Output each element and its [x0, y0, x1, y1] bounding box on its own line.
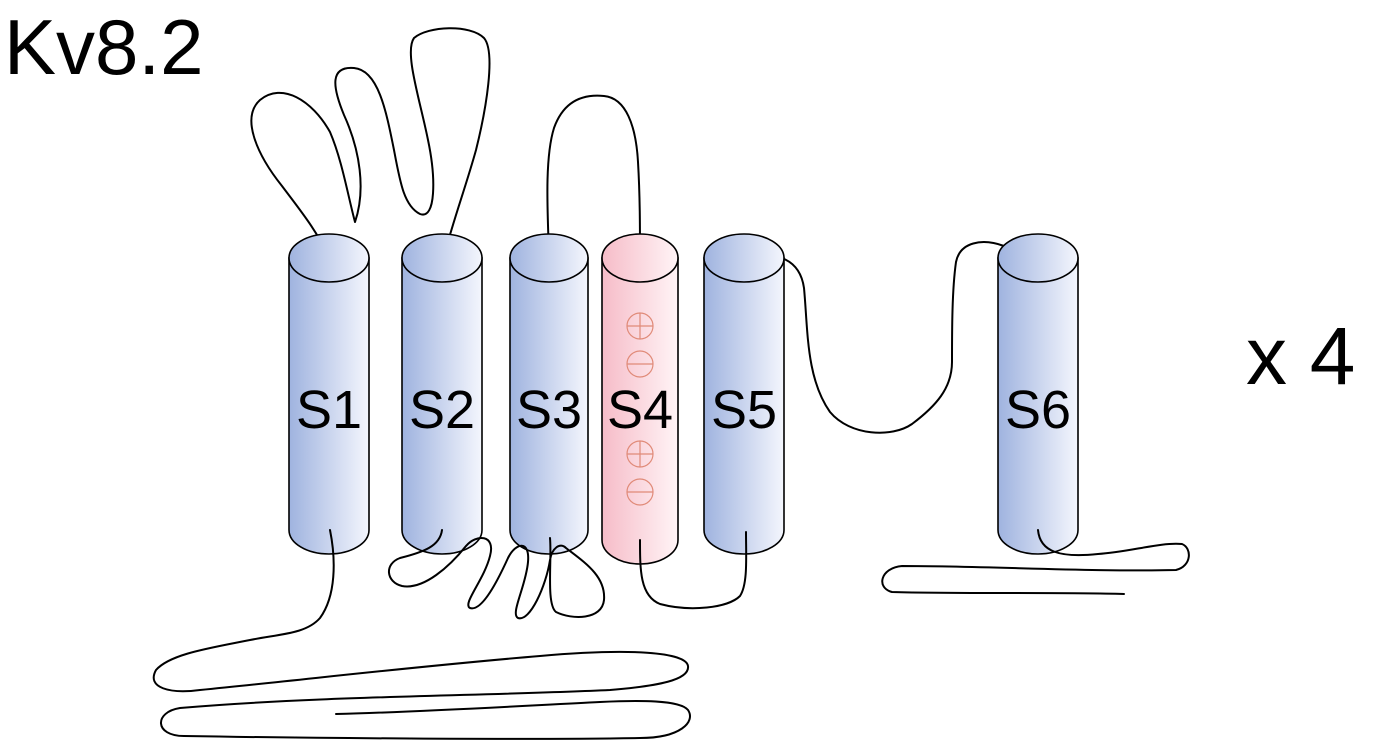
segment-body	[997, 257, 1079, 555]
segment-s2: S2	[401, 233, 483, 555]
segment-s3: S3	[509, 233, 589, 555]
segment-s1: S1	[288, 233, 370, 555]
segment-label: S4	[607, 380, 673, 440]
segment-label: S1	[296, 380, 362, 440]
extracellular-loops	[250, 27, 1039, 434]
protein-title: Kv8.2	[4, 3, 203, 91]
segment-top-cap	[288, 233, 370, 283]
c-terminus-tail	[881, 529, 1190, 595]
negative-charge-icon	[626, 350, 654, 378]
segment-label: S5	[711, 380, 777, 440]
segment-top-cap	[601, 233, 679, 283]
loop-s2-s3-intracellular	[388, 529, 606, 620]
loop-s4-s5-intracellular	[639, 531, 748, 610]
segment-body	[401, 257, 483, 555]
loop-s1-s2-extracellular	[250, 27, 491, 259]
segment-body	[288, 257, 370, 555]
segment-label: S6	[1005, 380, 1071, 440]
segment-top-cap	[509, 233, 589, 283]
n-terminus-tail	[152, 529, 691, 740]
intracellular-loops	[152, 529, 1190, 740]
subunit-multiplier: x 4	[1246, 311, 1355, 402]
negative-charge-icon	[626, 478, 654, 506]
segment-body	[601, 257, 679, 565]
segment-top-cap	[997, 233, 1079, 283]
segment-label: S3	[516, 380, 582, 440]
positive-charge-icon	[626, 440, 654, 468]
segment-label: S2	[409, 380, 475, 440]
segment-s5: S5	[703, 233, 785, 555]
segment-s4: S4	[601, 233, 679, 565]
segment-top-cap	[401, 233, 483, 283]
loop-s3-s4-extracellular	[546, 94, 641, 261]
segment-s6: S6	[997, 233, 1079, 555]
transmembrane-segments: S1 S2 S3 S4 S5 S6	[288, 233, 1079, 565]
positive-charge-icon	[626, 312, 654, 340]
segment-top-cap	[703, 233, 785, 283]
loop-s5-s6-pore	[743, 241, 1039, 434]
